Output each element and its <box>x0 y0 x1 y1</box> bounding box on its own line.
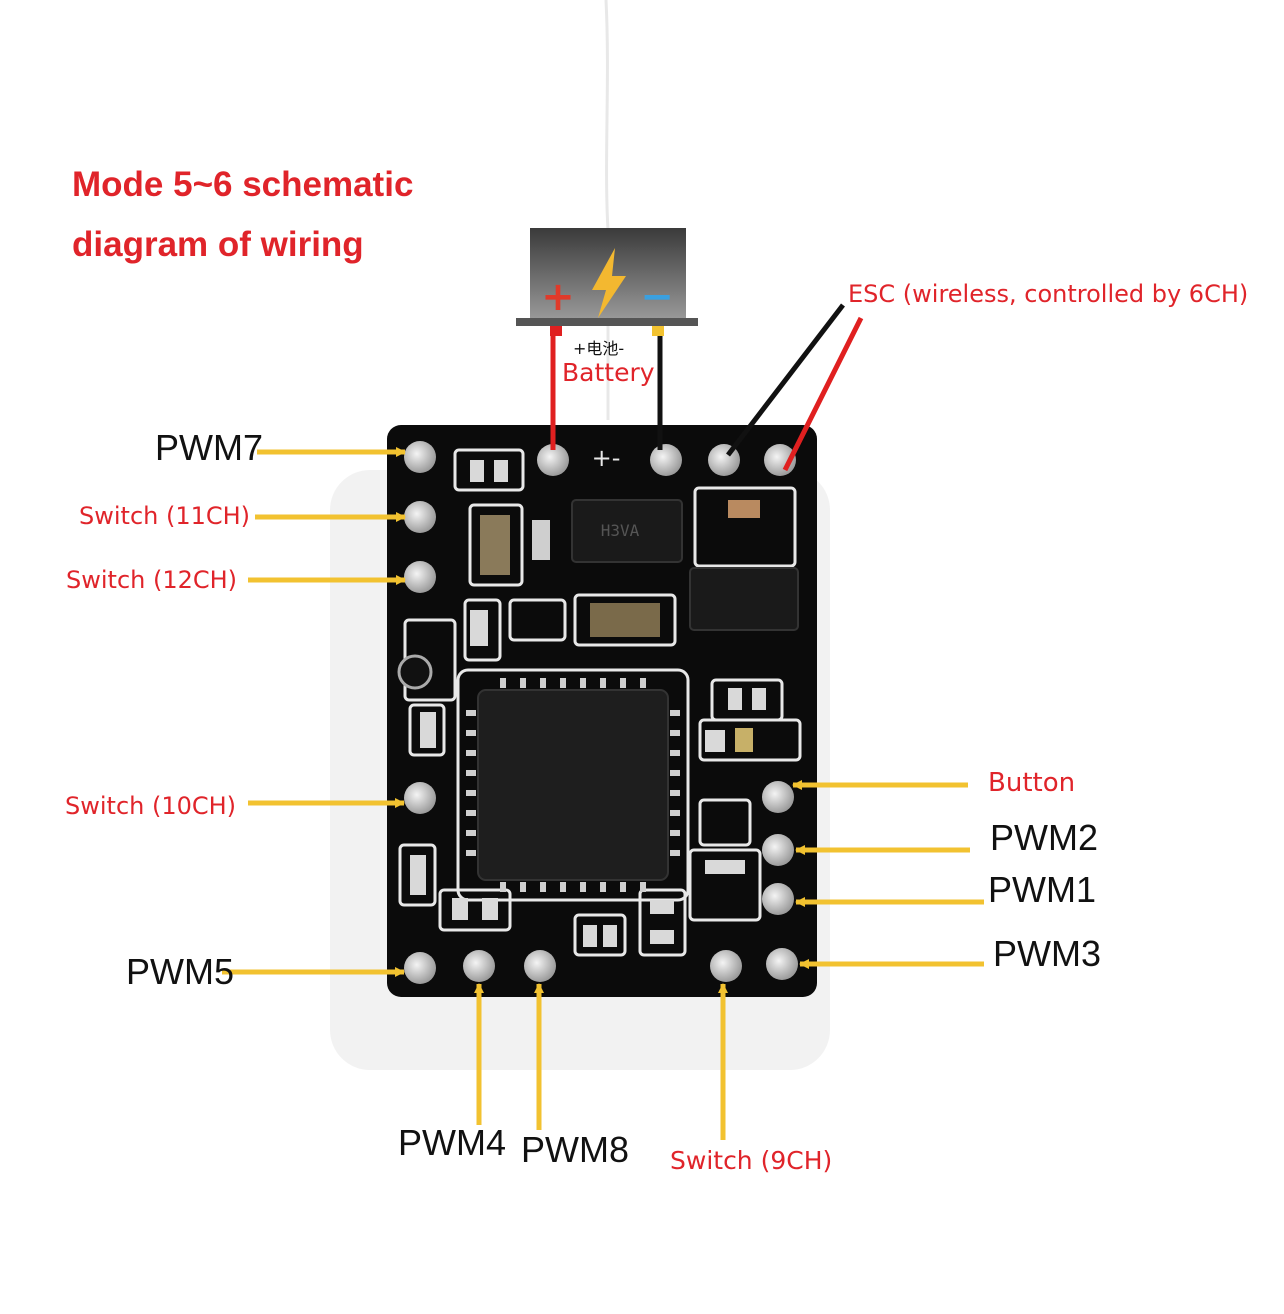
label-switch-9ch: Switch (9CH) <box>670 1146 833 1175</box>
pad-switch-11ch <box>404 501 436 533</box>
battery-plus-symbol: + <box>541 274 575 320</box>
pad-pwm2 <box>762 834 794 866</box>
mcu-chip <box>477 689 669 881</box>
pad-pwm4 <box>463 950 495 982</box>
label-pwm3: PWM3 <box>993 933 1101 974</box>
pad-pwm7 <box>404 441 436 473</box>
battery-icon: + − <box>516 228 698 336</box>
pad-pwm8 <box>524 950 556 982</box>
pad-switch-12ch <box>404 561 436 593</box>
title-line-2: diagram of wiring <box>72 225 364 264</box>
label-switch-11ch: Switch (11CH) <box>79 502 251 530</box>
pad-polarity-mark: +- <box>592 444 621 472</box>
esc-label: ESC (wireless, controlled by 6CH) <box>848 280 1249 308</box>
pad-button <box>762 781 794 813</box>
solder-pads <box>404 441 798 984</box>
regulator-marking: H3VA <box>601 521 640 540</box>
pad-pwm3 <box>766 948 798 980</box>
label-pwm5: PWM5 <box>126 951 234 992</box>
esc-wire-black <box>726 303 845 457</box>
lightning-icon <box>592 248 626 318</box>
label-switch-12ch: Switch (12CH) <box>66 566 238 594</box>
label-switch-10ch: Switch (10CH) <box>65 792 237 820</box>
diagram-title: Mode 5~6 schematic diagram of wiring <box>72 155 413 275</box>
pad-pwm1 <box>762 883 794 915</box>
battery-label: Battery <box>562 358 655 387</box>
esc-wire-red <box>782 316 864 472</box>
pad-switch-9ch <box>710 950 742 982</box>
pad-switch-10ch <box>404 782 436 814</box>
pin-arrows <box>222 447 984 1140</box>
label-pwm4: PWM4 <box>398 1122 506 1163</box>
label-pwm1: PWM1 <box>988 869 1096 910</box>
driver-chip <box>689 567 799 631</box>
battery-chinese-label: +电池- <box>573 339 625 358</box>
label-pwm2: PWM2 <box>990 817 1098 858</box>
label-pwm8: PWM8 <box>521 1129 629 1170</box>
battery-minus-symbol: − <box>640 274 674 320</box>
antenna-wire <box>604 0 610 420</box>
pad-pwm5 <box>404 952 436 984</box>
pad-battery-plus <box>537 444 569 476</box>
label-pwm7: PWM7 <box>155 427 263 468</box>
label-button: Button <box>988 768 1076 798</box>
pad-battery-minus <box>650 444 682 476</box>
smd-components <box>397 460 766 947</box>
regulator-chip <box>571 499 683 563</box>
title-line-1: Mode 5~6 schematic <box>72 165 414 204</box>
mcu-pins <box>466 678 680 892</box>
